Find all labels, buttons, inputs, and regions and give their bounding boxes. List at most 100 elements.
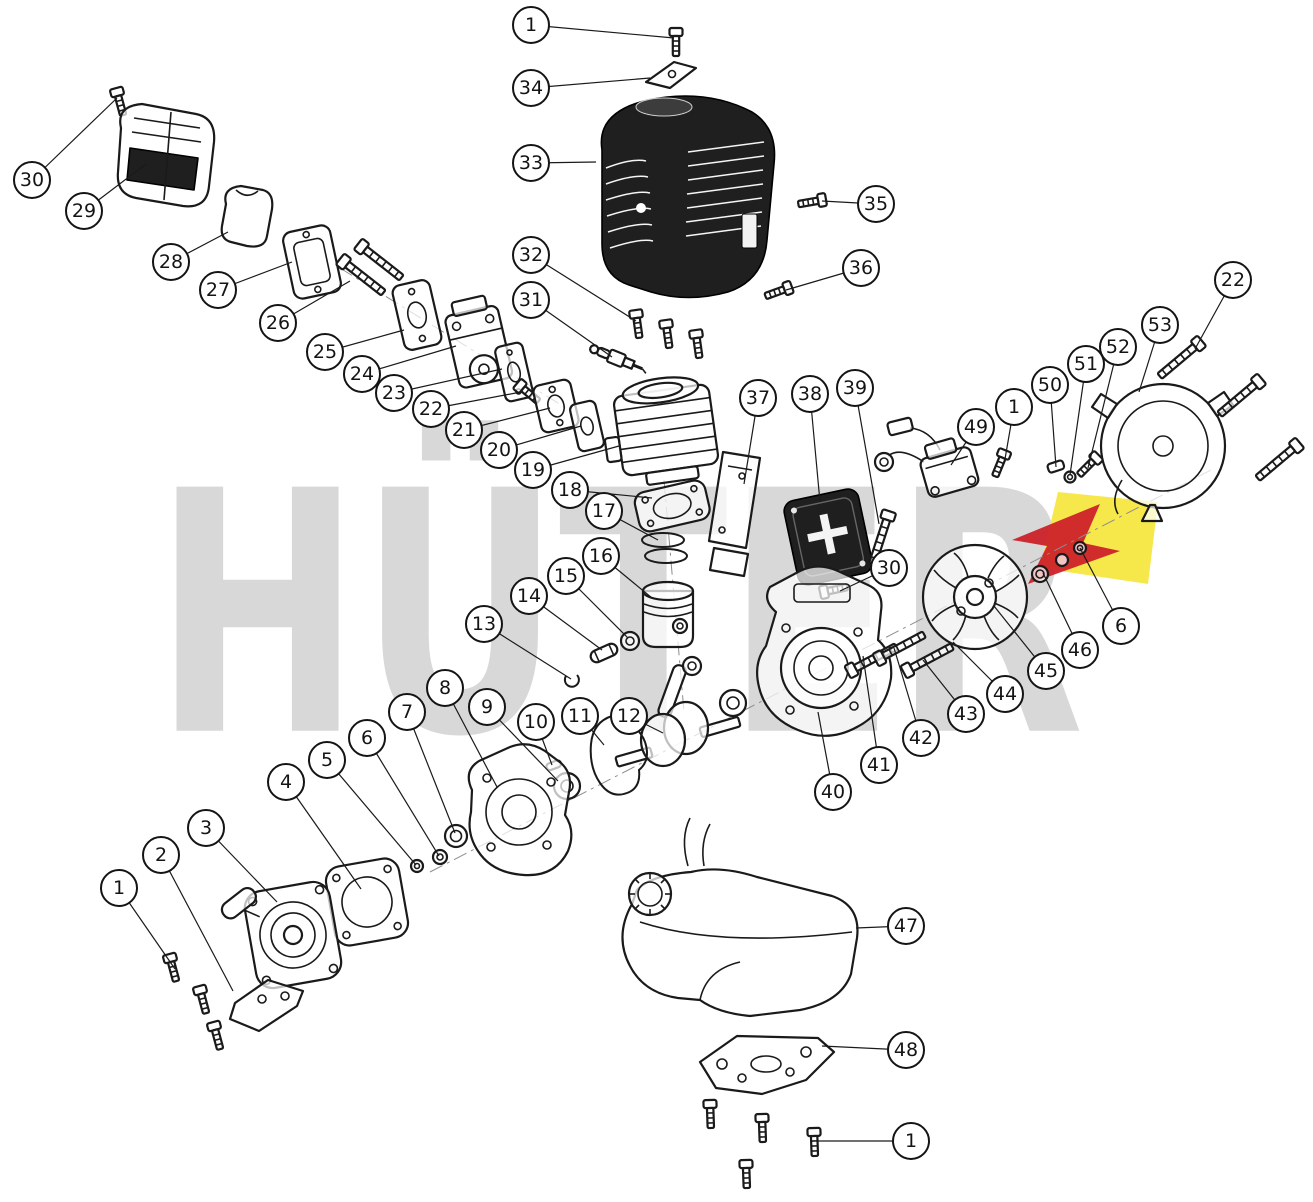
callout-51: 51 [1067, 345, 1105, 383]
callout-19: 19 [514, 451, 552, 489]
callout-18: 18 [551, 471, 589, 509]
part-flywheel-hardware [1030, 540, 1088, 584]
leader-line [1087, 346, 1119, 469]
callout-27: 27 [199, 271, 237, 309]
callout-46: 46 [1061, 631, 1099, 669]
part-circlip [563, 674, 580, 688]
part-ignition-coil [873, 416, 980, 498]
callout-13: 13 [465, 605, 503, 643]
part-fuel-tank [621, 817, 859, 1018]
part-cover-bracket [644, 60, 698, 90]
callout-49: 49 [957, 408, 995, 446]
callout-6: 6 [348, 719, 386, 757]
callout-44: 44 [986, 675, 1024, 713]
callout-37: 37 [739, 379, 777, 417]
callout-23: 23 [375, 374, 413, 412]
callout-22: 22 [1214, 261, 1252, 299]
callout-48: 48 [887, 1031, 925, 1069]
callout-38: 38 [791, 375, 829, 413]
callout-32: 32 [512, 236, 550, 274]
leader-line [406, 711, 456, 834]
callout-43: 43 [947, 695, 985, 733]
part-oil-seal [443, 823, 469, 849]
callout-31: 31 [512, 281, 550, 319]
part-carburetor [444, 294, 514, 389]
part-engine-cover [600, 95, 776, 299]
callout-30: 30 [870, 549, 908, 587]
callout-20: 20 [480, 431, 518, 469]
part-air-filter-cover [116, 102, 216, 208]
callout-21: 21 [445, 411, 483, 449]
callout-14: 14 [510, 577, 548, 615]
leader-line [530, 24, 675, 39]
callout-5: 5 [308, 741, 346, 779]
part-crankcase-gasket [589, 714, 648, 796]
part-fan-cover [1090, 382, 1235, 523]
part-manifold-gasket [569, 399, 605, 453]
callout-16: 16 [582, 537, 620, 575]
callout-15: 15 [547, 557, 585, 595]
part-carb-spacer [391, 279, 443, 351]
callout-45: 45 [1027, 652, 1065, 690]
callout-2: 2 [142, 836, 180, 874]
callout-1: 1 [995, 388, 1033, 426]
callout-39: 39 [836, 369, 874, 407]
part-crankcase-half [467, 743, 573, 877]
callout-47: 47 [887, 907, 925, 945]
callout-4: 4 [267, 763, 305, 801]
callout-41: 41 [860, 746, 898, 784]
part-cylinder-gasket [633, 479, 711, 533]
callout-35: 35 [857, 185, 895, 223]
part-intake-manifold [532, 378, 580, 434]
part-starter-bracket [228, 978, 305, 1033]
part-air-filter-element [220, 184, 274, 248]
callout-26: 26 [259, 304, 297, 342]
callout-28: 28 [152, 243, 190, 281]
part-piston [641, 580, 695, 649]
part-heat-shield [707, 450, 762, 578]
leader-line [530, 254, 637, 322]
callout-6: 6 [1102, 607, 1140, 645]
part-cylinder [603, 376, 720, 486]
part-recoil-starter [220, 880, 343, 990]
leader-line [160, 854, 234, 992]
callout-22: 22 [412, 390, 450, 428]
callout-53: 53 [1141, 306, 1179, 344]
callout-33: 33 [512, 144, 550, 182]
callout-24: 24 [343, 355, 381, 393]
callout-42: 42 [902, 719, 940, 757]
callout-9: 9 [468, 688, 506, 726]
leader-line [530, 77, 651, 89]
part-piston-pin [589, 642, 619, 664]
callout-8: 8 [426, 669, 464, 707]
part-flywheel [921, 543, 1029, 651]
leader-line [366, 737, 440, 857]
logo-red-arrow-icon [1012, 504, 1120, 584]
callout-40: 40 [814, 773, 852, 811]
part-crankcase [756, 565, 893, 737]
leader-line [854, 387, 880, 525]
part-filter-base-plate [282, 224, 342, 300]
part-piston-rings [641, 532, 688, 564]
callout-3: 3 [187, 809, 225, 847]
callout-12: 12 [610, 697, 648, 735]
callout-11: 11 [561, 697, 599, 735]
leader-line [285, 781, 362, 890]
callout-36: 36 [842, 249, 880, 287]
part-needle-bearing [619, 630, 641, 652]
callout-1: 1 [512, 6, 550, 44]
callout-25: 25 [306, 333, 344, 371]
callout-17: 17 [585, 492, 623, 530]
callout-1: 1 [892, 1122, 930, 1160]
callout-52: 52 [1099, 328, 1137, 366]
callout-1: 1 [100, 869, 138, 907]
callout-7: 7 [388, 693, 426, 731]
callout-30: 30 [13, 161, 51, 199]
callout-34: 34 [512, 69, 550, 107]
leader-line [326, 759, 417, 866]
callout-10: 10 [517, 703, 555, 741]
